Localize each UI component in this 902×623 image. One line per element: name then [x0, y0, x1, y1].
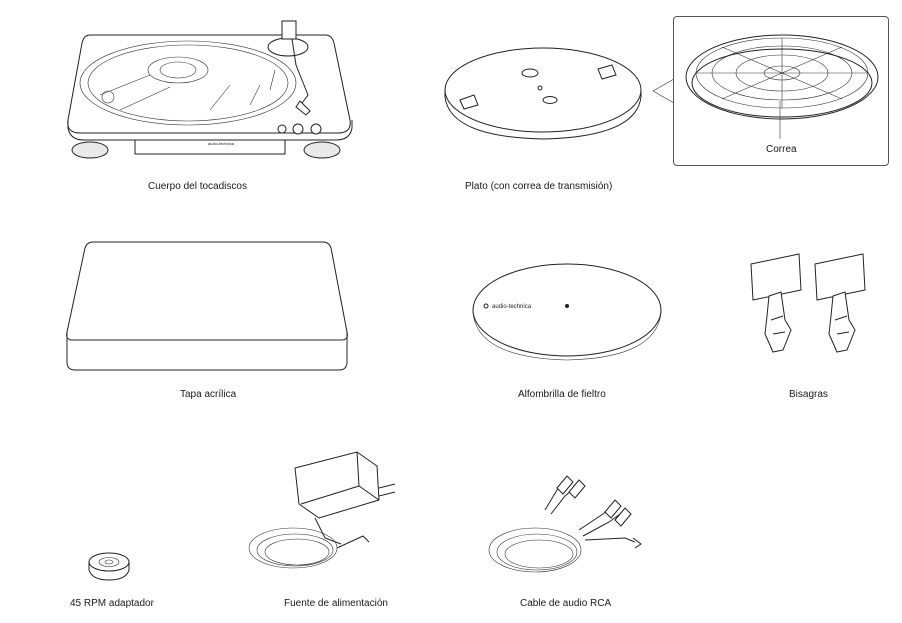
rca-cable-label: Cable de audio RCA — [520, 598, 611, 609]
felt-mat-brand: audio-technica — [492, 304, 532, 310]
power-supply-label: Fuente de alimentación — [284, 598, 388, 609]
platter-label: Plato (con correa de transmisión) — [465, 181, 612, 192]
rca-cable-illustration — [485, 470, 650, 590]
platter-illustration — [440, 45, 660, 145]
power-supply-illustration — [245, 448, 405, 578]
belt-label: Correa — [766, 144, 797, 155]
adapter-label: 45 RPM adaptador — [70, 598, 154, 609]
dust-cover-label: Tapa acrílica — [180, 389, 236, 400]
belt-detail-box: Correa — [673, 16, 889, 166]
hinges-illustration — [745, 250, 870, 365]
dust-cover-illustration — [65, 240, 355, 375]
felt-mat-label: Alfombrilla de fieltro — [518, 389, 606, 400]
belt-pointer — [778, 101, 782, 141]
turntable-illustration: audio-technica — [60, 15, 360, 165]
belt-detail-illustration — [682, 25, 882, 125]
adapter-illustration — [86, 550, 132, 584]
turntable-brand: audio-technica — [208, 141, 235, 146]
felt-mat-illustration: audio-technica — [470, 262, 670, 372]
turntable-label: Cuerpo del tocadiscos — [148, 181, 247, 192]
hinges-label: Bisagras — [789, 389, 828, 400]
